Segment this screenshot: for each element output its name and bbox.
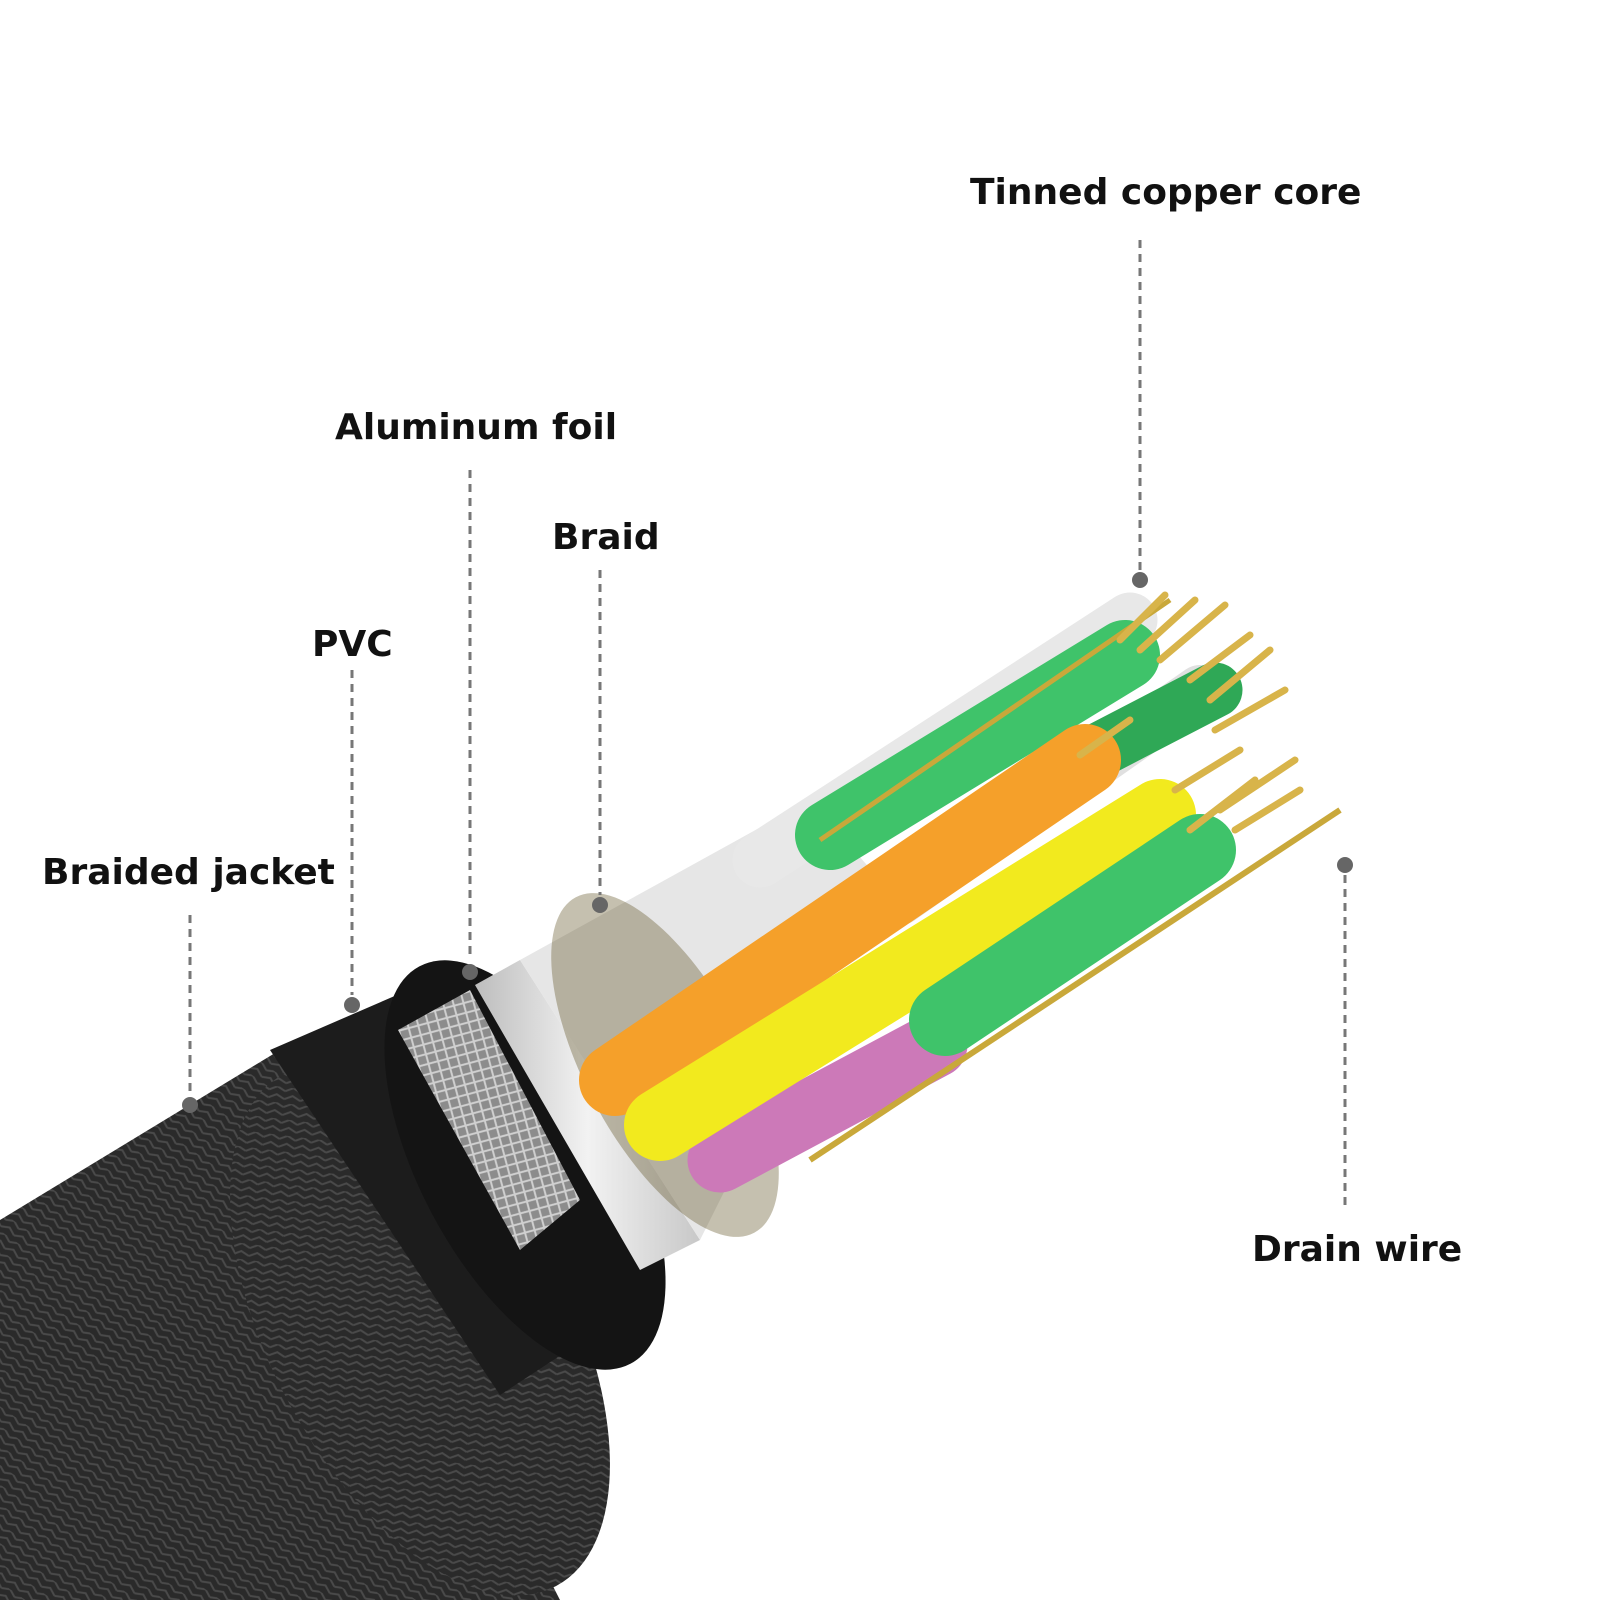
drain-wire-strand [808,807,1342,1163]
orange-wire [579,724,1121,1116]
leader-dots [182,572,1353,1113]
label-drain-wire: Drain wire [1252,1229,1463,1270]
leader-lines [188,240,1347,1210]
tinned-copper-pins [1076,591,1304,834]
label-pvc: PVC [312,624,393,665]
pink-wire [687,1012,968,1193]
green-wire-bottom [909,814,1236,1056]
yellow-wire [624,779,1196,1161]
label-tinned-copper-core: Tinned copper core [970,172,1362,213]
braid-shield [398,990,580,1250]
inner-conductors [579,592,1342,1193]
label-braid: Braid [552,517,660,558]
label-aluminum-foil: Aluminum foil [335,407,618,448]
braided-jacket [0,1050,610,1600]
label-braided-jacket: Braided jacket [42,852,335,893]
green-wire-top [795,620,1160,870]
